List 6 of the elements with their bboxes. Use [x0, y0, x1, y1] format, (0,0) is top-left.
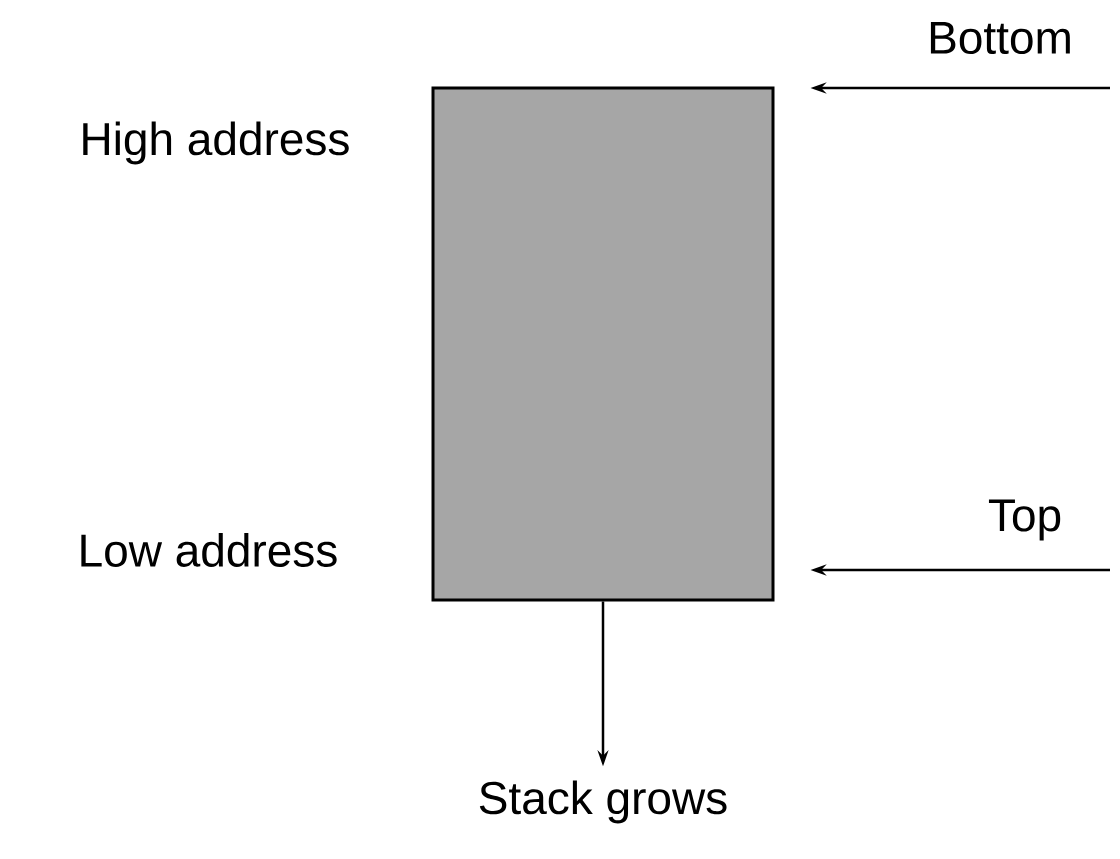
edge-label: Top: [988, 499, 1061, 541]
caption-text: Stack grows: [479, 780, 727, 824]
stack-box: [431, 86, 775, 602]
edge-label: Bottom: [930, 21, 1070, 55]
address-label: High address: [83, 121, 349, 165]
address-label: Low address: [81, 533, 337, 567]
